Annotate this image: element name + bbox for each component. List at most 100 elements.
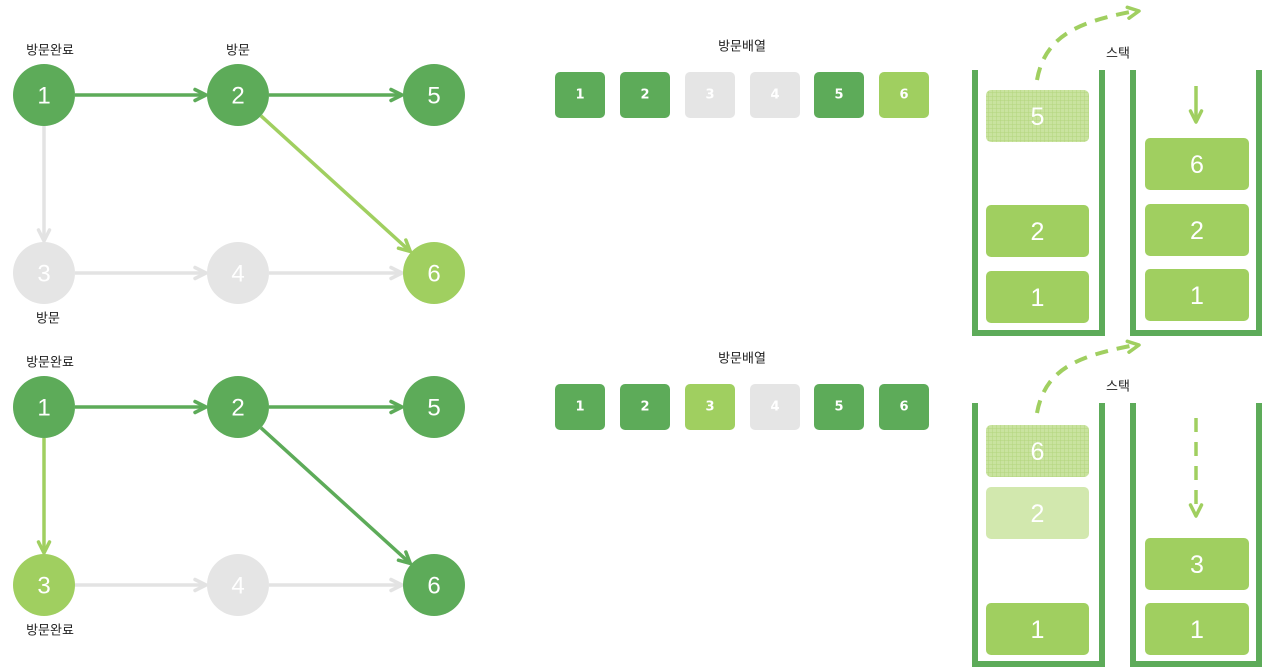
node-circle bbox=[207, 242, 269, 304]
cell-label: 4 bbox=[770, 400, 779, 415]
graph-edges bbox=[36, 87, 413, 281]
edge-2-6-arrowhead bbox=[396, 550, 413, 566]
graph-nodes: 1 2 5 3 4 6 bbox=[13, 376, 465, 616]
node-label: 1 bbox=[37, 83, 50, 110]
stack-box bbox=[986, 205, 1089, 257]
stack-box-label: 1 bbox=[1190, 282, 1204, 310]
node-circle bbox=[403, 376, 465, 438]
edge-1-2-arrowhead bbox=[193, 87, 208, 103]
stack-box bbox=[1145, 603, 1249, 655]
stack-after-item-1: 1 bbox=[1145, 603, 1249, 655]
stack-after-item-3: 3 bbox=[1145, 538, 1249, 590]
cell-label: 1 bbox=[575, 400, 584, 415]
visited-array-title: 방문배열 bbox=[718, 40, 766, 55]
stack-box bbox=[986, 271, 1089, 323]
node-circle bbox=[13, 554, 75, 616]
node-circle bbox=[13, 376, 75, 438]
stack-box-label: 2 bbox=[1031, 218, 1045, 246]
edge-2-6 bbox=[259, 114, 412, 253]
node-label: 2 bbox=[231, 395, 244, 422]
node-annotation: 방문완료 bbox=[26, 624, 74, 639]
visited-array: 방문배열 1 2 3 4 5 6 bbox=[555, 40, 929, 118]
stack-box bbox=[1145, 538, 1249, 590]
node-circle bbox=[403, 242, 465, 304]
node-label: 3 bbox=[37, 573, 50, 600]
cell-box bbox=[685, 384, 735, 430]
node-circle bbox=[13, 242, 75, 304]
graph-node-4: 4 bbox=[207, 554, 269, 616]
node-label: 4 bbox=[231, 261, 244, 288]
edge-1-3-arrowhead bbox=[36, 540, 52, 555]
visited-cell-3: 3 bbox=[685, 384, 735, 430]
node-circle bbox=[403, 64, 465, 126]
stack-box-label: 5 bbox=[1031, 103, 1045, 131]
stack-box bbox=[1145, 138, 1249, 190]
cell-label: 6 bbox=[899, 88, 908, 103]
visited-cell-2: 2 bbox=[620, 384, 670, 430]
node-label: 6 bbox=[427, 573, 440, 600]
cell-label: 5 bbox=[834, 400, 843, 415]
stack-after-container bbox=[1130, 403, 1262, 667]
edge-2-6-arrowhead bbox=[396, 238, 413, 254]
node-label: 3 bbox=[37, 261, 50, 288]
pop-arrow-head bbox=[1125, 5, 1141, 20]
node-circle bbox=[207, 554, 269, 616]
stack-before-item-2: 2 bbox=[986, 205, 1089, 257]
node-circle bbox=[207, 64, 269, 126]
node-label: 5 bbox=[427, 83, 440, 110]
edge-2-5-arrowhead bbox=[389, 399, 404, 415]
cell-box bbox=[879, 72, 929, 118]
stack-after-container bbox=[1130, 70, 1262, 336]
edge-2-5-arrowhead bbox=[389, 87, 404, 103]
visited-cell-6: 6 bbox=[879, 72, 929, 118]
graph-node-5: 5 bbox=[403, 376, 465, 438]
cell-label: 4 bbox=[770, 88, 779, 103]
visited-cell-5: 5 bbox=[814, 384, 864, 430]
edge-4-6-arrowhead bbox=[389, 265, 404, 281]
visited-cell-2: 2 bbox=[620, 72, 670, 118]
stack-box bbox=[1145, 269, 1249, 321]
node-circle bbox=[207, 376, 269, 438]
cell-box bbox=[814, 72, 864, 118]
node-label: 1 bbox=[37, 395, 50, 422]
cell-label: 3 bbox=[705, 88, 714, 103]
cell-label: 1 bbox=[575, 88, 584, 103]
stack-box-label: 1 bbox=[1031, 284, 1045, 312]
graph-node-3: 3 bbox=[13, 554, 75, 616]
stack-before-container bbox=[972, 403, 1105, 667]
node-annotation: 방문 bbox=[36, 312, 60, 327]
graph-node-6: 6 bbox=[403, 554, 465, 616]
visited-cell-5: 5 bbox=[814, 72, 864, 118]
graph-node-4: 4 bbox=[207, 242, 269, 304]
edge-3-4-arrowhead bbox=[193, 577, 208, 593]
graph-edges bbox=[36, 399, 413, 593]
stack-box-label: 1 bbox=[1190, 616, 1204, 644]
stack-title: 스택 bbox=[1106, 380, 1130, 395]
stack-after-item-6: 6 bbox=[1145, 138, 1249, 190]
push-arrow-head bbox=[1188, 503, 1204, 518]
visited-cell-6: 6 bbox=[879, 384, 929, 430]
stack-before-item-5: 5 bbox=[986, 90, 1089, 142]
graph-node-2: 2 bbox=[207, 64, 269, 126]
cell-box bbox=[814, 384, 864, 430]
pop-arrow-head bbox=[1125, 339, 1141, 354]
stack-box-label: 6 bbox=[1190, 151, 1204, 179]
graph-node-1: 1 bbox=[13, 64, 75, 126]
push-arrow-head bbox=[1188, 109, 1204, 124]
graph-node-5: 5 bbox=[403, 64, 465, 126]
stack-box bbox=[986, 487, 1089, 539]
visited-cell-4: 4 bbox=[750, 72, 800, 118]
stack-title: 스택 bbox=[1106, 47, 1130, 62]
node-annotation: 방문완료 bbox=[26, 44, 74, 59]
graph-node-1: 1 bbox=[13, 376, 75, 438]
edge-1-2-arrowhead bbox=[193, 399, 208, 415]
cell-box bbox=[620, 72, 670, 118]
node-circle bbox=[403, 554, 465, 616]
cell-box bbox=[620, 384, 670, 430]
